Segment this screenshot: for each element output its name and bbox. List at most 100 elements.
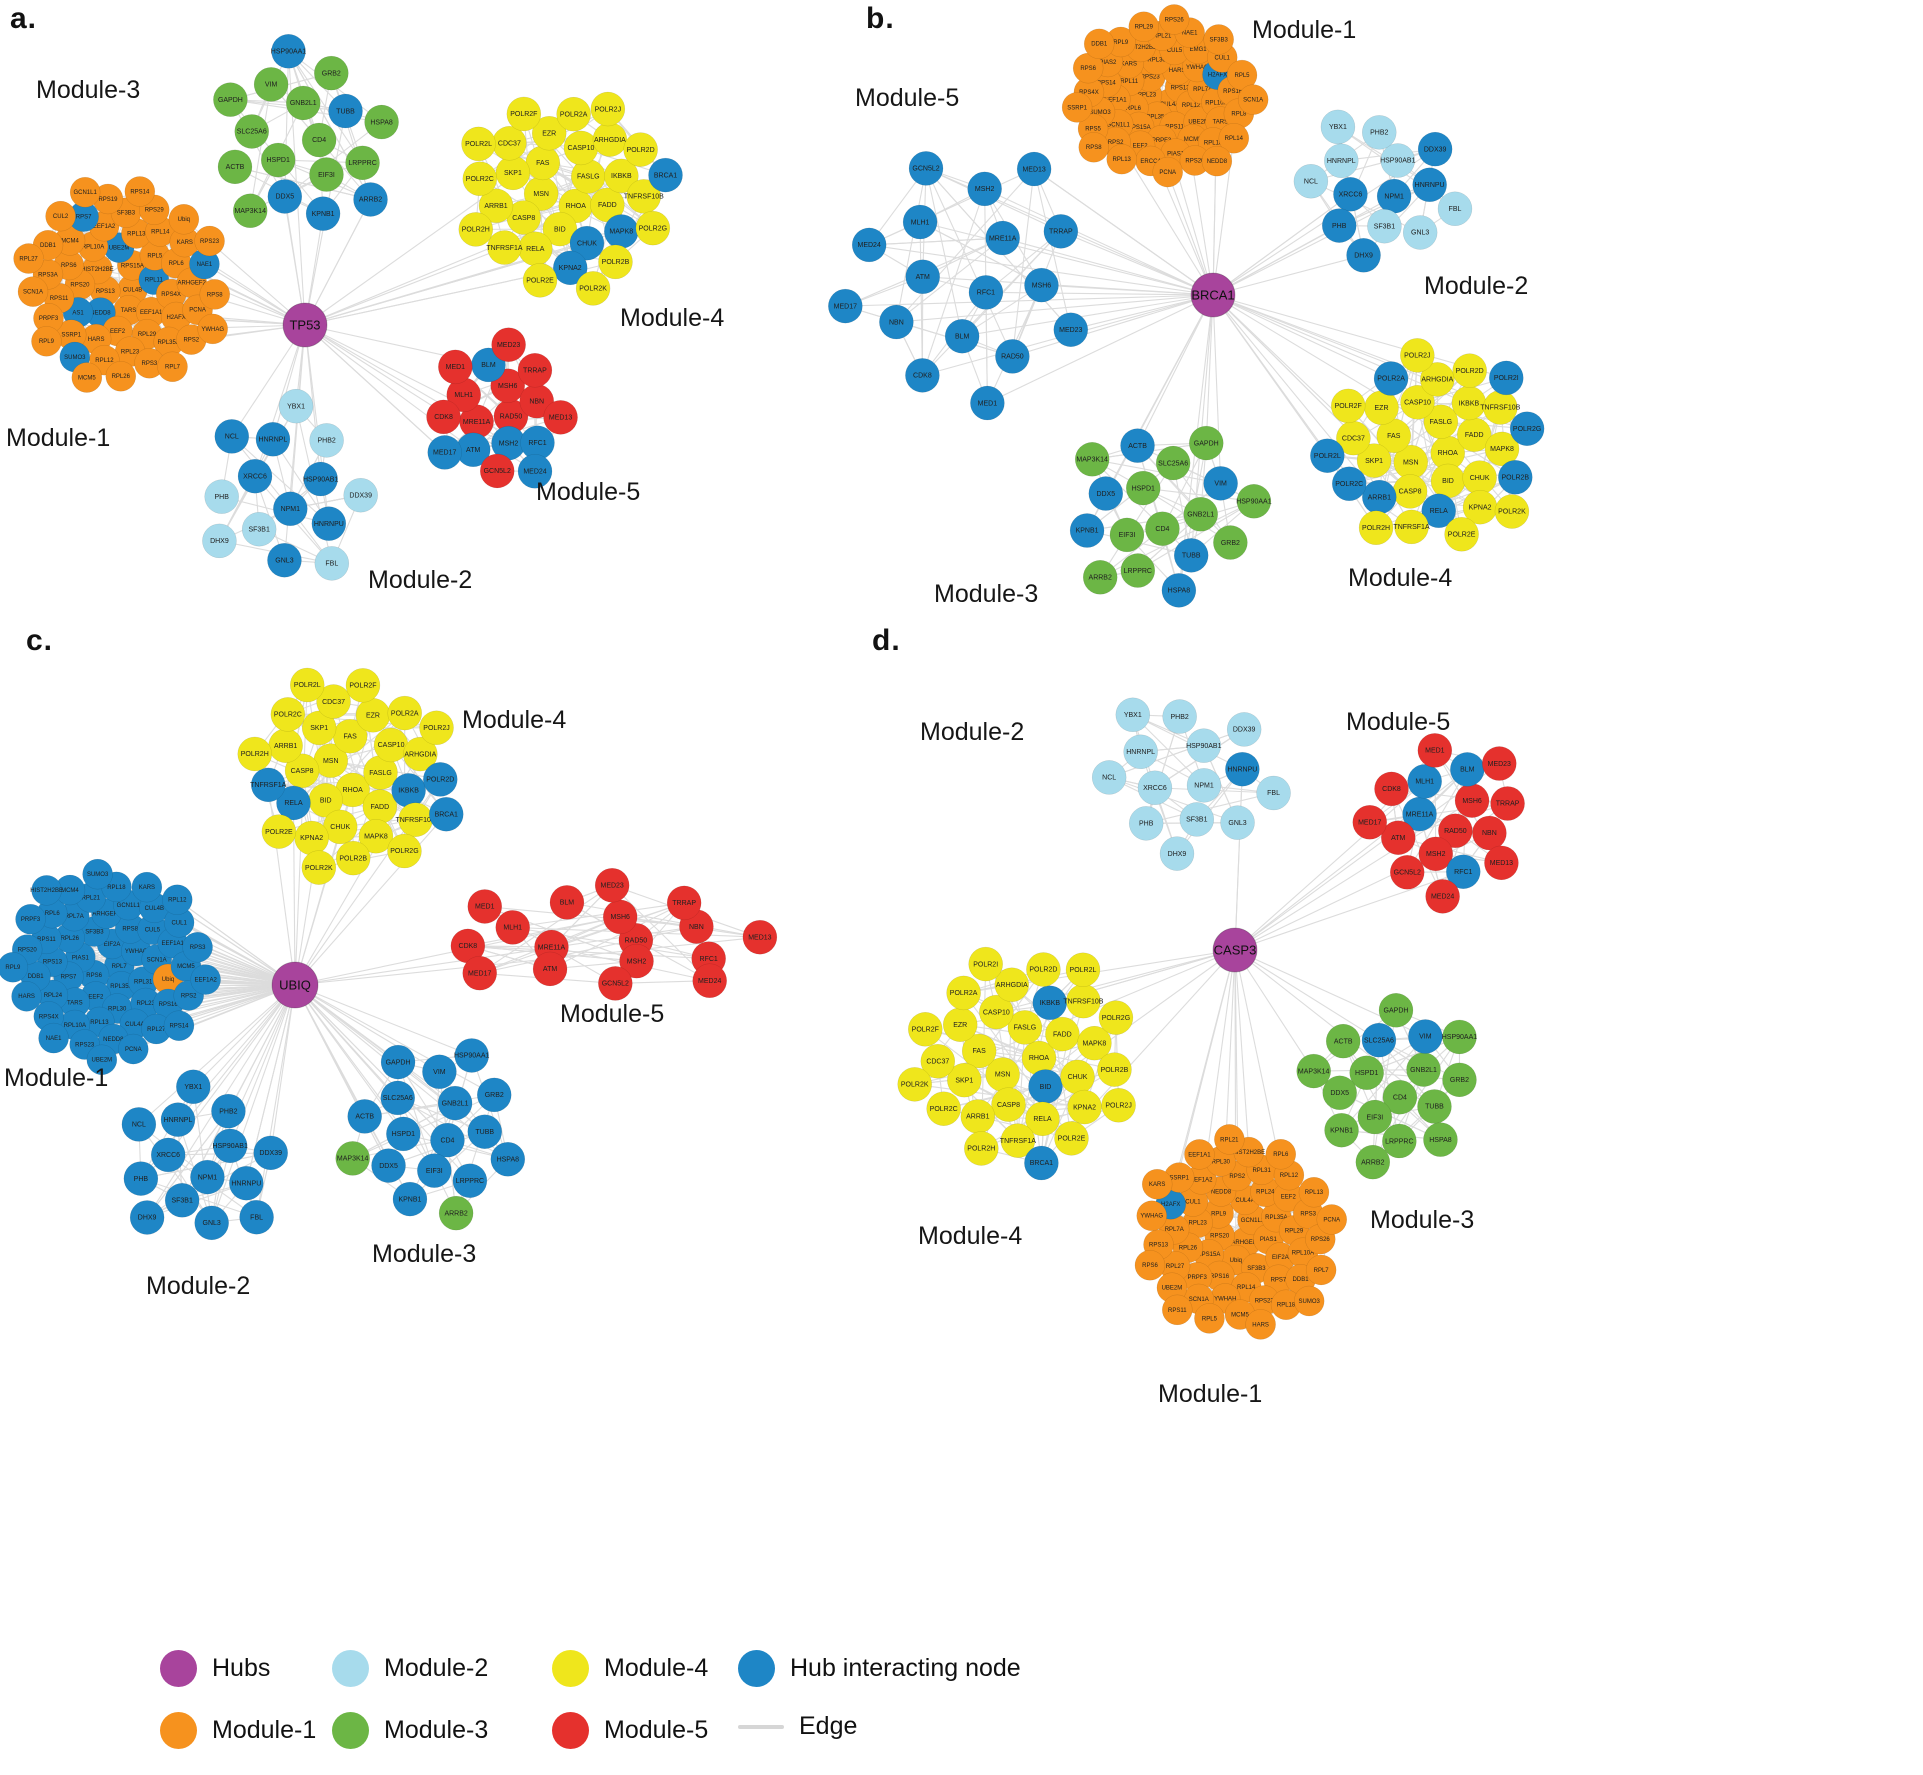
node-HSPA8[interactable]: HSPA8 xyxy=(1423,1122,1458,1157)
node-GNB2L1[interactable]: GNB2L1 xyxy=(437,1085,473,1121)
node-ARRB1[interactable]: ARRB1 xyxy=(1362,479,1397,515)
node-POLR2J[interactable]: POLR2J xyxy=(1400,338,1435,373)
node-TRRAP[interactable]: TRRAP xyxy=(1490,786,1525,821)
node-RPL6[interactable]: RPL6 xyxy=(1265,1139,1297,1170)
node-EZR[interactable]: EZR xyxy=(355,698,391,733)
node-RELA[interactable]: RELA xyxy=(1421,493,1456,529)
node-ARHGDIA[interactable]: ARHGDIA xyxy=(1420,362,1455,397)
node-NCL[interactable]: NCL xyxy=(214,419,250,454)
node-EZR[interactable]: EZR xyxy=(531,115,567,151)
node-RPS14[interactable]: RPS14 xyxy=(124,176,156,207)
node-GRB2[interactable]: GRB2 xyxy=(314,55,349,91)
node-ARHGDIA[interactable]: ARHGDIA xyxy=(994,967,1030,1003)
node-POLR2H[interactable]: POLR2H xyxy=(964,1131,999,1166)
node-SF3B1[interactable]: SF3B1 xyxy=(164,1183,200,1218)
node-FASLG[interactable]: FASLG xyxy=(363,755,398,790)
node-PHB[interactable]: PHB xyxy=(1321,208,1357,243)
node-TNFRSF1A[interactable]: TNFRSF1A xyxy=(486,230,523,265)
node-ARRB1[interactable]: ARRB1 xyxy=(268,728,303,763)
node-POLR2J[interactable]: POLR2J xyxy=(590,91,626,127)
node-ARRB1[interactable]: ARRB1 xyxy=(478,188,514,224)
node-ARHGDIA[interactable]: ARHGDIA xyxy=(592,122,628,157)
node-HSPD1[interactable]: HSPD1 xyxy=(1125,470,1161,506)
node-SLC25A6[interactable]: SLC25A6 xyxy=(234,114,269,149)
node-RPS8[interactable]: RPS8 xyxy=(1078,132,1110,163)
node-XRCC6[interactable]: XRCC6 xyxy=(237,458,273,494)
node-RPL14[interactable]: RPL14 xyxy=(1218,122,1250,154)
node-TRRAP[interactable]: TRRAP xyxy=(1043,214,1079,249)
node-GCN1L1[interactable]: GCN1L1 xyxy=(69,176,101,208)
node-SLC25A6[interactable]: SLC25A6 xyxy=(1361,1022,1397,1058)
node-FAS[interactable]: FAS xyxy=(525,145,561,181)
node-SUMO3[interactable]: SUMO3 xyxy=(1293,1285,1325,1317)
node-FBL[interactable]: FBL xyxy=(239,1199,274,1235)
node-CDK8[interactable]: CDK8 xyxy=(905,358,940,393)
node-MED23[interactable]: MED23 xyxy=(594,867,630,903)
node-RELA[interactable]: RELA xyxy=(276,785,311,821)
node-DDX39[interactable]: DDX39 xyxy=(253,1135,288,1171)
node-UBE2M[interactable]: UBE2M xyxy=(86,1044,118,1076)
node-RPL27[interactable]: RPL27 xyxy=(13,243,44,274)
node-CDC37[interactable]: CDC37 xyxy=(492,126,527,161)
node-MAPK8[interactable]: MAPK8 xyxy=(358,818,394,854)
node-FAS[interactable]: FAS xyxy=(1376,418,1412,454)
node-TUBB[interactable]: TUBB xyxy=(467,1114,503,1149)
node-KPNA2[interactable]: KPNA2 xyxy=(1462,489,1498,525)
node-EIF3I[interactable]: EIF3I xyxy=(417,1153,452,1188)
node-CDC37[interactable]: CDC37 xyxy=(316,684,351,719)
node-FADD[interactable]: FADD xyxy=(590,187,625,223)
node-FADD[interactable]: FADD xyxy=(1045,1016,1080,1052)
node-GCN5L2[interactable]: GCN5L2 xyxy=(1389,855,1425,890)
node-HNRNPU[interactable]: HNRNPU xyxy=(311,506,347,541)
node-TUBB[interactable]: TUBB xyxy=(328,93,363,129)
node-GNL3[interactable]: GNL3 xyxy=(267,542,302,578)
node-GRB2[interactable]: GRB2 xyxy=(1442,1062,1477,1098)
node-HSP90AB1[interactable]: HSP90AB1 xyxy=(303,461,339,497)
node-RPS6[interactable]: RPS6 xyxy=(1134,1249,1166,1281)
node-RPS23[interactable]: RPS23 xyxy=(194,225,225,257)
node-YBX1[interactable]: YBX1 xyxy=(1115,697,1151,733)
node-EIF3I[interactable]: EIF3I xyxy=(309,157,344,192)
node-NEDD8[interactable]: NEDD8 xyxy=(1201,145,1233,177)
node-LRPPRC[interactable]: LRPPRC xyxy=(345,145,380,181)
node-MAP3K14[interactable]: MAP3K14 xyxy=(232,193,268,229)
node-EIF3I[interactable]: EIF3I xyxy=(1357,1099,1393,1135)
node-RPL13[interactable]: RPL13 xyxy=(1298,1176,1330,1208)
node-IKBKB[interactable]: IKBKB xyxy=(1451,385,1487,421)
node-POLR2H[interactable]: POLR2H xyxy=(237,736,272,772)
node-RAD50[interactable]: RAD50 xyxy=(1438,813,1473,848)
node-MSH6[interactable]: MSH6 xyxy=(602,899,638,935)
node-POLR2G[interactable]: POLR2G xyxy=(387,833,422,869)
node-NPM1[interactable]: NPM1 xyxy=(1186,768,1222,803)
node-DHX9[interactable]: DHX9 xyxy=(202,523,237,559)
node-MAP3K14[interactable]: MAP3K14 xyxy=(1296,1053,1331,1089)
node-CASP10[interactable]: CASP10 xyxy=(1400,385,1435,420)
node-FASLG[interactable]: FASLG xyxy=(1423,404,1459,440)
node-GNB2L1[interactable]: GNB2L1 xyxy=(1183,496,1218,532)
node-GCN5L2[interactable]: GCN5L2 xyxy=(908,151,944,186)
node-IKBKB[interactable]: IKBKB xyxy=(1032,985,1068,1021)
hub-node-CASP3[interactable]: CASP3 xyxy=(1212,927,1258,973)
node-TNFRSF10B[interactable]: TNFRSF10B xyxy=(624,179,664,214)
node-HSP90AA1[interactable]: HSP90AA1 xyxy=(1236,484,1272,519)
node-DDX39[interactable]: DDX39 xyxy=(1226,712,1262,747)
node-KARS[interactable]: KARS xyxy=(131,871,163,903)
node-MED17[interactable]: MED17 xyxy=(1352,805,1388,840)
node-RPS3[interactable]: RPS3 xyxy=(182,932,213,963)
node-POLR2L[interactable]: POLR2L xyxy=(290,667,325,703)
node-POLR2C[interactable]: POLR2C xyxy=(926,1091,961,1126)
node-CUL1[interactable]: CUL1 xyxy=(163,907,195,938)
node-CDK8[interactable]: CDK8 xyxy=(426,399,461,435)
node-PCNA[interactable]: PCNA xyxy=(1152,156,1183,188)
node-PRPF3[interactable]: PRPF3 xyxy=(15,904,46,935)
node-HNRNPU[interactable]: HNRNPU xyxy=(1412,167,1447,203)
node-GNB2L1[interactable]: GNB2L1 xyxy=(286,85,321,121)
node-MSH2[interactable]: MSH2 xyxy=(967,171,1002,207)
node-HSP90AA1[interactable]: HSP90AA1 xyxy=(271,34,307,69)
node-ACTB[interactable]: ACTB xyxy=(1325,1023,1361,1059)
node-POLR2E[interactable]: POLR2E xyxy=(261,814,297,849)
node-MSH6[interactable]: MSH6 xyxy=(1454,783,1490,818)
node-RPS11[interactable]: RPS11 xyxy=(1162,1294,1193,1326)
node-HSPA8[interactable]: HSPA8 xyxy=(364,104,399,140)
node-HARS[interactable]: HARS xyxy=(1245,1309,1276,1340)
